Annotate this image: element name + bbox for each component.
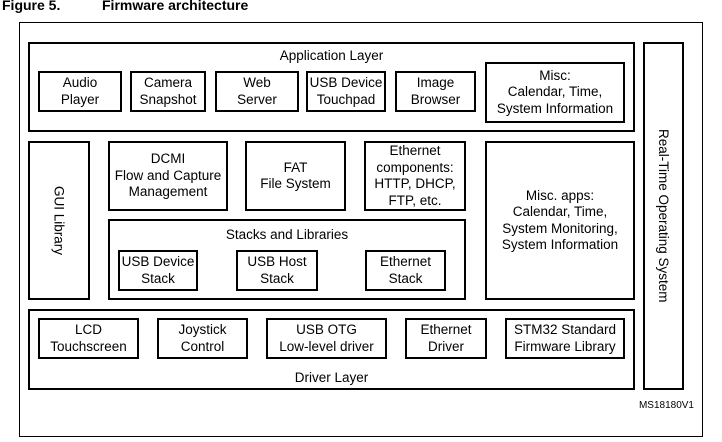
figure-title: Firmware architecture <box>102 0 249 13</box>
driver-joystick-control: Joystick Control <box>157 318 248 359</box>
rtos-block: Real-Time Operating System <box>643 42 684 390</box>
driver-layer-label: Driver Layer <box>294 370 369 385</box>
usb-device-stack: USB Device Stack <box>118 250 198 291</box>
application-layer-label: Application Layer <box>279 48 384 63</box>
misc-apps-block: Misc. apps: Calendar, Time, System Monit… <box>485 141 635 300</box>
app-web-server: Web Server <box>215 71 299 112</box>
driver-ethernet: Ethernet Driver <box>405 318 487 359</box>
ethernet-components-block: Ethernet components: HTTP, DHCP, FTP, et… <box>364 141 466 211</box>
rtos-label: Real-Time Operating System <box>656 129 671 303</box>
dcmi-block: DCMI Flow and Capture Management <box>108 141 228 211</box>
app-misc: Misc: Calendar, Time, System Information <box>485 62 625 123</box>
gui-library-label: GUI Library <box>51 185 67 256</box>
ethernet-stack: Ethernet Stack <box>365 250 446 291</box>
app-camera-snapshot: Camera Snapshot <box>130 71 206 112</box>
driver-usb-otg: USB OTG Low-level driver <box>266 318 387 359</box>
app-audio-player: Audio Player <box>38 71 122 112</box>
usb-host-stack: USB Host Stack <box>236 250 318 291</box>
driver-stm32-firmware-library: STM32 Standard Firmware Library <box>505 318 625 359</box>
fat-block: FAT File System <box>245 141 346 211</box>
figure-caption: Figure 5. Firmware architecture <box>2 0 248 13</box>
diagram-frame <box>19 22 703 437</box>
diagram-code: MS18180V1 <box>638 400 694 411</box>
figure-number: Figure 5. <box>2 0 61 13</box>
app-image-browser: Image Browser <box>395 71 476 112</box>
app-usb-device-touchpad: USB Device Touchpad <box>306 71 386 112</box>
driver-lcd-touchscreen: LCD Touchscreen <box>38 318 139 359</box>
stacks-and-libraries-label: Stacks and Libraries <box>225 227 349 242</box>
gui-library: GUI Library <box>28 141 90 300</box>
